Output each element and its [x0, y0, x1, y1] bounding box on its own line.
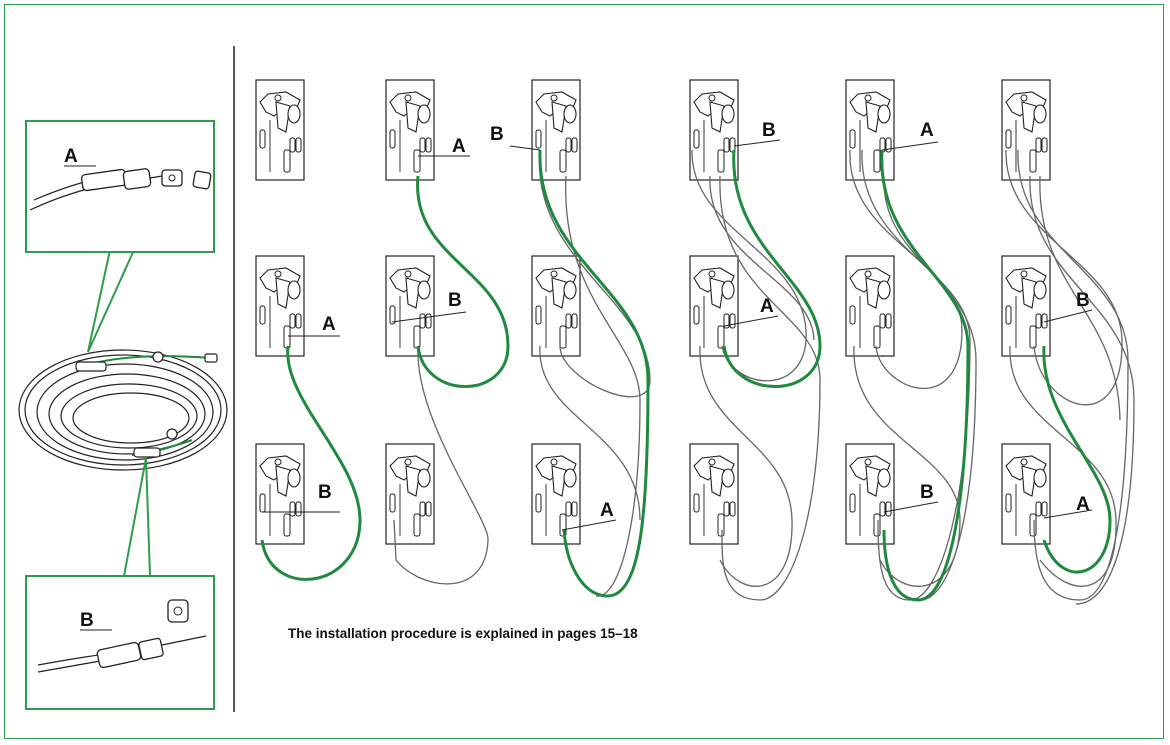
col1-label-a: A — [322, 314, 336, 335]
col1-label-b: B — [318, 482, 332, 503]
callout-pointers — [87, 249, 151, 577]
hose-coil — [18, 349, 228, 471]
hose-labels: A B A B B A B A A B B A — [262, 120, 1093, 531]
col5-label-a: A — [920, 120, 934, 141]
hose-coil-end-top — [75, 351, 218, 372]
current-step-hoses — [260, 149, 1112, 602]
col4-label-a: A — [760, 296, 774, 317]
col3-label-a: A — [600, 500, 614, 521]
col5-label-b: B — [920, 482, 934, 503]
col6-label-a: A — [1076, 494, 1090, 515]
callout-top-label: A — [64, 146, 78, 167]
col3-label-b: B — [490, 124, 504, 145]
boiler-panels — [255, 79, 1051, 545]
callout-top: A — [25, 120, 215, 253]
col2-label-b: B — [448, 290, 462, 311]
installation-note: The installation procedure is explained … — [288, 626, 638, 641]
hose-coil-end-bottom — [131, 428, 193, 458]
col2-label-a: A — [452, 136, 466, 157]
page-frame — [4, 4, 1164, 739]
callout-bottom-label: B — [80, 610, 94, 631]
col6-label-b: B — [1076, 290, 1090, 311]
callout-bottom: B — [25, 575, 215, 710]
col4-label-b: B — [762, 120, 776, 141]
installed-hoses — [393, 149, 1135, 605]
